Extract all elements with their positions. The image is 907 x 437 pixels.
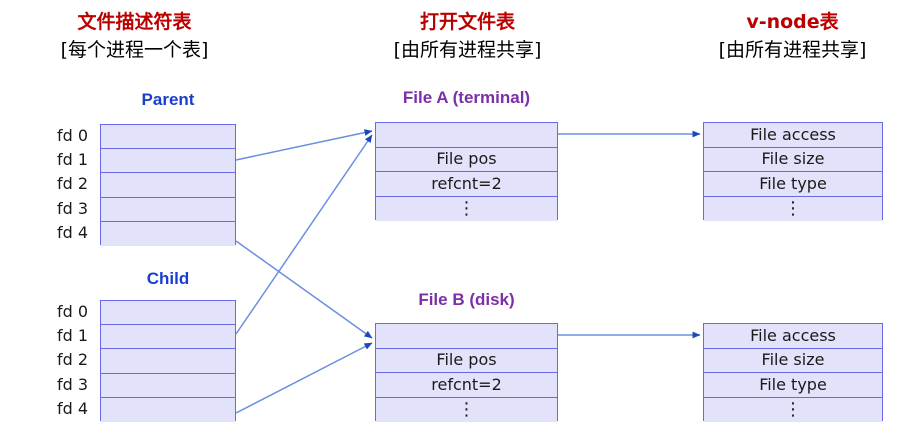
open-file-row-a-1: File pos xyxy=(376,147,557,172)
open-file-row-b-3: ⋮ xyxy=(376,397,557,422)
fd-label: fd 4 xyxy=(57,398,89,418)
open-file-row-b-2: refcnt=2 xyxy=(376,373,557,398)
fd-table-parent xyxy=(100,124,236,246)
process-label-child: Child xyxy=(146,269,190,288)
column-title-fd-table: 文件描述符表 xyxy=(77,11,192,33)
connector-child-fd1-to-file-a xyxy=(235,134,373,335)
fd-table-child xyxy=(100,300,236,422)
connector-parent-fd1-to-file-a xyxy=(235,129,373,161)
open-file-row-a-3: ⋮ xyxy=(376,196,557,221)
fd-cell-parent-4[interactable] xyxy=(101,221,235,246)
open-file-row-a-2: refcnt=2 xyxy=(376,172,557,197)
fd-labels-child: fd 0 fd 1 fd 2 fd 3 fd 4 xyxy=(57,300,99,421)
fd-label: fd 3 xyxy=(57,374,89,394)
fd-cell-parent-2[interactable] xyxy=(101,173,235,198)
fd-label: fd 0 xyxy=(57,302,89,321)
v-node-row-b-1: File size xyxy=(704,348,882,373)
fd-cell-child-4[interactable] xyxy=(101,397,235,422)
fd-label: fd 1 xyxy=(57,326,89,346)
fd-cell-child-1[interactable] xyxy=(101,325,235,350)
column-subtitle-v-node-table: [由所有进程共享] xyxy=(718,39,867,61)
v-node-row-a-1: File size xyxy=(704,147,882,172)
v-node-row-a-2: File type xyxy=(704,172,882,197)
open-file-row-b-1: File pos xyxy=(376,348,557,373)
open-file-row-b-0 xyxy=(376,324,557,349)
v-node-row-a-3: ⋮ xyxy=(704,196,882,221)
connector-parent-fd4-to-file-b xyxy=(235,240,373,339)
open-file-row-a-0 xyxy=(376,123,557,148)
fd-label: fd 0 xyxy=(57,126,89,145)
column-subtitle-fd-table: [每个进程一个表] xyxy=(60,39,209,61)
fd-label: fd 2 xyxy=(57,350,89,370)
fd-label: fd 4 xyxy=(57,222,89,242)
fd-cell-parent-0[interactable] xyxy=(101,125,235,150)
open-file-label-file-a: File A (terminal) xyxy=(402,88,531,107)
v-node-row-b-2: File type xyxy=(704,373,882,398)
fd-label: fd 2 xyxy=(57,174,89,194)
v-node-row-b-3: ⋮ xyxy=(704,397,882,422)
fd-cell-child-3[interactable] xyxy=(101,373,235,398)
v-node-row-a-0: File access xyxy=(704,123,882,148)
open-file-table-file-a: File pos refcnt=2 ⋮ xyxy=(375,122,558,221)
process-label-parent: Parent xyxy=(141,90,195,109)
fd-label: fd 1 xyxy=(57,150,89,170)
connector-child-fd4-to-file-b xyxy=(235,342,373,414)
v-node-table-a: File access File size File type ⋮ xyxy=(703,122,883,221)
fd-labels-parent: fd 0 fd 1 fd 2 fd 3 fd 4 xyxy=(57,124,99,245)
fd-cell-child-2[interactable] xyxy=(101,349,235,374)
fd-label: fd 3 xyxy=(57,198,89,218)
fd-cell-parent-1[interactable] xyxy=(101,149,235,174)
column-title-open-file-table: 打开文件表 xyxy=(419,11,515,33)
v-node-table-b: File access File size File type ⋮ xyxy=(703,323,883,422)
fd-cell-parent-3[interactable] xyxy=(101,197,235,222)
column-title-v-node-table: v-node表 xyxy=(746,11,839,33)
open-file-table-file-b: File pos refcnt=2 ⋮ xyxy=(375,323,558,422)
v-node-row-b-0: File access xyxy=(704,324,882,349)
open-file-label-file-b: File B (disk) xyxy=(418,290,515,309)
column-subtitle-open-file-table: [由所有进程共享] xyxy=(393,39,542,61)
fd-cell-child-0[interactable] xyxy=(101,301,235,326)
